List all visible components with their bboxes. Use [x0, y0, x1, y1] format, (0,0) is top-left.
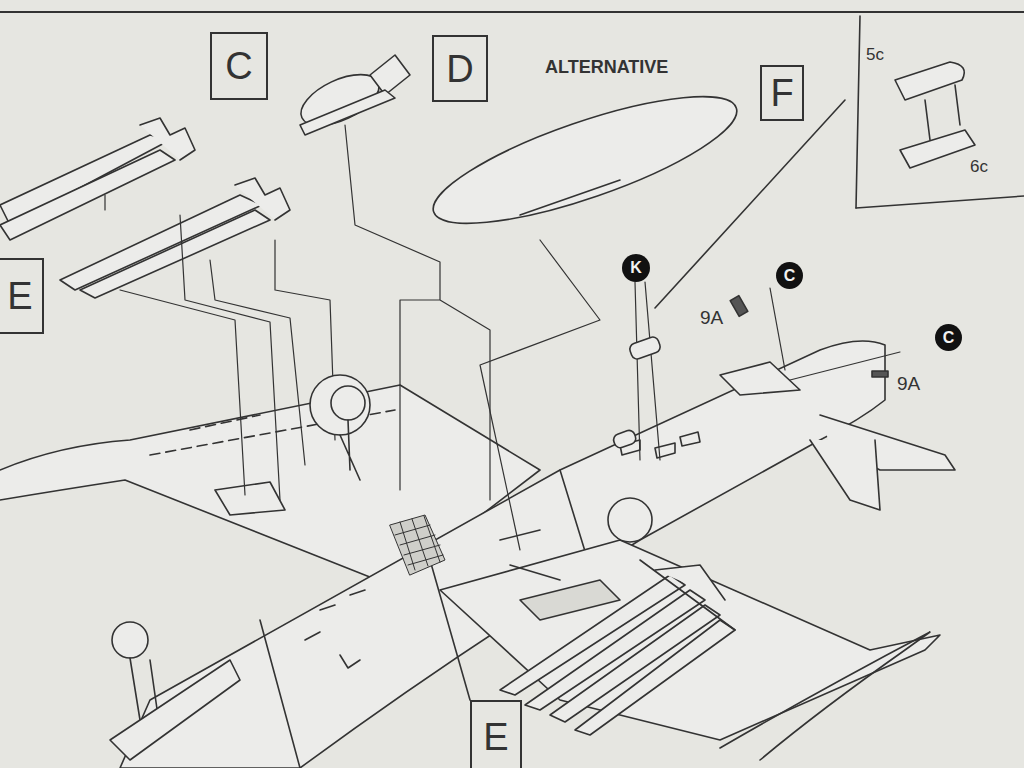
illustration-stroke [895, 62, 964, 100]
step-letter: C [225, 47, 252, 85]
illustration-stroke [331, 386, 365, 420]
illustration-stroke [310, 375, 370, 435]
illustration-stroke [480, 240, 600, 550]
illustration-stroke [110, 660, 240, 760]
illustration-stroke [550, 605, 720, 722]
illustration-stroke [720, 632, 930, 760]
illustration-stroke [80, 210, 270, 298]
sprue-letter: C [784, 268, 796, 284]
step-letter-box: F [760, 65, 804, 121]
illustration-stroke [612, 429, 637, 450]
illustration-stroke [730, 296, 748, 317]
illustration-stroke [300, 90, 395, 135]
illustration-stroke [215, 482, 285, 515]
sprue-letter: K [630, 260, 642, 276]
alternative-note: ALTERNATIVE [545, 58, 668, 76]
illustration-stroke [395, 516, 443, 570]
illustration-stroke [895, 62, 975, 168]
illustration-stroke [105, 125, 900, 550]
illustration-stroke [293, 55, 410, 136]
illustration-stroke [345, 125, 490, 500]
illustration-stroke [520, 580, 620, 620]
illustration-stroke [635, 282, 660, 460]
illustration-stroke [390, 515, 445, 575]
part-sprue-circle: K [622, 254, 650, 282]
step-letter: F [770, 74, 793, 112]
part-number: 6c [970, 158, 988, 175]
illustration-stroke [0, 135, 170, 225]
illustration-stroke [500, 530, 560, 580]
step-letter-box: D [432, 35, 488, 102]
illustration-stroke [370, 55, 410, 95]
step-letter: E [7, 277, 32, 315]
illustration-stroke [210, 260, 305, 465]
illustration-stroke [105, 195, 245, 495]
part-sprue-circle: C [776, 262, 803, 289]
part-number: 9A [700, 308, 723, 327]
illustration-stroke [520, 180, 620, 215]
illustration-stroke [60, 195, 262, 290]
step-letter: D [446, 50, 473, 88]
illustration-stroke [640, 560, 735, 630]
illustration-stroke [900, 130, 975, 168]
step-letter-box: C [210, 32, 268, 100]
illustration-stroke [856, 16, 860, 208]
illustration-stroke [770, 288, 900, 380]
illustration-stroke [856, 196, 1024, 208]
illustration-stroke [340, 420, 360, 480]
illustration-stroke [235, 178, 290, 220]
illustration-stroke [500, 560, 735, 735]
illustration-stroke [0, 11, 1024, 13]
part-sprue-circle: C [935, 324, 962, 351]
illustration-stroke [810, 440, 880, 510]
illustration-stroke [575, 620, 735, 735]
illustration-stroke [0, 150, 175, 240]
sprue-letter: C [943, 330, 955, 346]
illustration-stroke [628, 335, 662, 360]
illustration-stroke [112, 622, 148, 658]
illustration-stroke [525, 590, 705, 710]
step-letter-box: E [470, 700, 522, 768]
illustration-stroke [872, 371, 888, 377]
illustration-stroke [608, 498, 652, 542]
step-letter: E [483, 718, 508, 756]
part-number: 9A [897, 374, 920, 393]
illustration-stroke [305, 590, 365, 668]
illustration-stroke [925, 85, 960, 140]
illustration-stroke [390, 515, 445, 575]
illustration-stroke [720, 362, 800, 395]
part-number: 5c [866, 46, 884, 63]
illustration-stroke [140, 118, 195, 160]
illustration-stroke [180, 215, 280, 500]
step-letter-box: E [0, 258, 44, 334]
